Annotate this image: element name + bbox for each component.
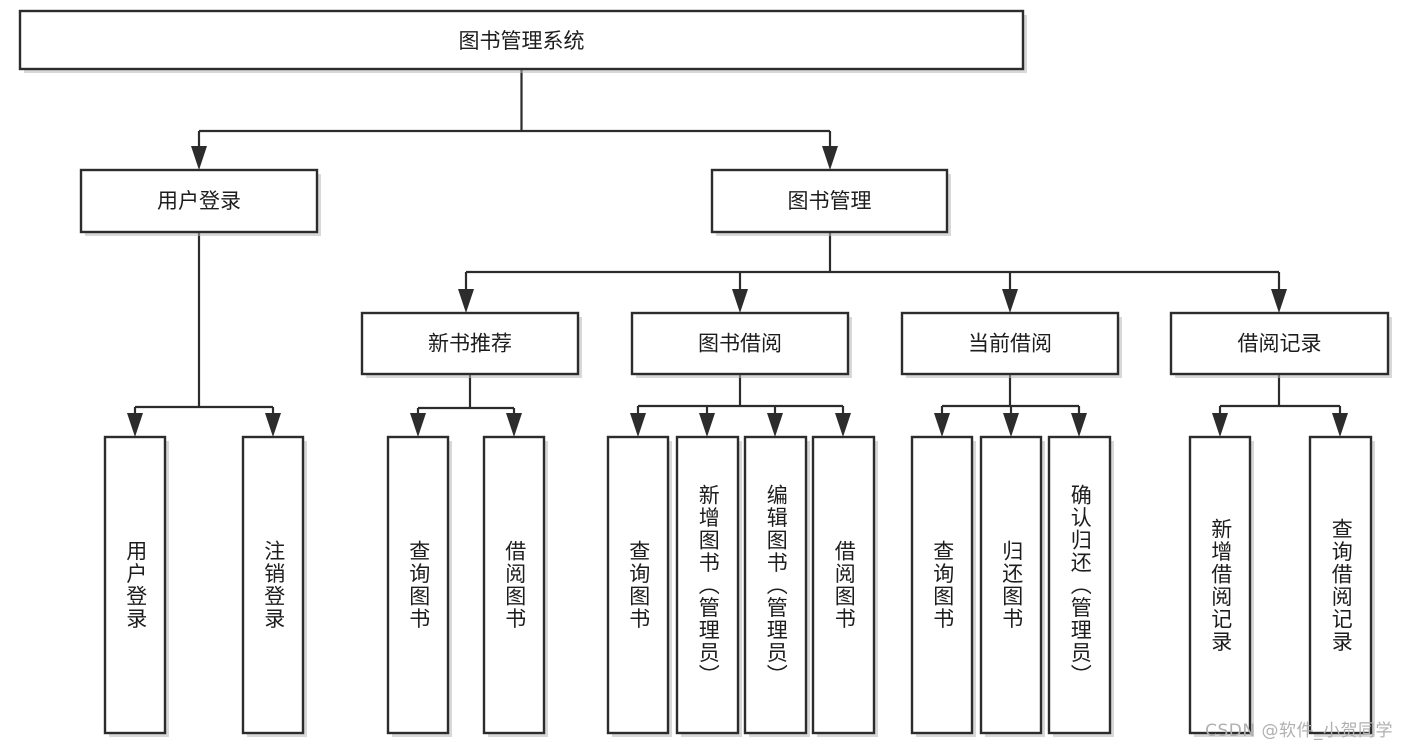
arrow-head-current (1002, 289, 1018, 313)
edge-group-root-to-level1 (191, 69, 838, 170)
arrow-head-leaf-3 (410, 413, 426, 437)
node-borrow-label: 图书借阅 (698, 332, 782, 356)
arrow-head-leaf-10 (1003, 413, 1019, 437)
node-borrow[interactable]: 图书借阅 (630, 311, 852, 378)
node-leaf-3[interactable] (386, 435, 452, 737)
arrow-head-borrow (732, 289, 748, 313)
node-leaf-2[interactable] (241, 435, 307, 737)
edge-group-current-to-leaves (934, 374, 1087, 437)
node-newbook-label: 新书推荐 (428, 332, 512, 356)
node-leaf-8[interactable] (811, 435, 878, 737)
arrow-head-leaf-5 (630, 413, 646, 437)
arrow-head-leaf-13 (1332, 413, 1348, 437)
arrow-head-leaf-11 (1071, 413, 1087, 437)
node-leaf-5[interactable] (606, 435, 672, 737)
node-root-label: 图书管理系统 (459, 29, 585, 53)
node-leaf-6[interactable] (675, 435, 742, 737)
node-current-label: 当前借阅 (968, 332, 1052, 356)
edge-group-newbook-to-leaves (410, 374, 522, 437)
node-root[interactable]: 图书管理系统 (18, 9, 1027, 73)
node-leaf-9[interactable] (910, 435, 976, 737)
edge-group-bookmgmt-to-level2 (458, 232, 1287, 313)
node-newbook[interactable]: 新书推荐 (360, 311, 582, 378)
node-leaf-10[interactable] (979, 435, 1045, 737)
node-bookmgmt[interactable]: 图书管理 (710, 168, 951, 236)
csdn-watermark: CSDN @软件_小贺同学 (1205, 721, 1393, 741)
node-records-label: 借阅记录 (1238, 332, 1322, 356)
edge-group-login-to-leaves (127, 232, 281, 437)
leaf-box-group (103, 435, 1375, 737)
edge-group-borrow-to-leaves (630, 374, 851, 437)
arrow-head-leaf-4 (506, 413, 522, 437)
edge-group-records-to-leaves (1212, 374, 1348, 437)
arrow-head-leaf-2 (265, 413, 281, 437)
arrow-head-records (1271, 289, 1287, 313)
arrow-head-leaf-1 (127, 413, 143, 437)
arrow-head-leaf-8 (835, 413, 851, 437)
node-leaf-13[interactable] (1308, 435, 1375, 737)
arrow-head-leaf-6 (699, 413, 715, 437)
node-records[interactable]: 借阅记录 (1169, 311, 1392, 378)
node-leaf-4[interactable] (482, 435, 548, 737)
node-login-label: 用户登录 (157, 189, 241, 213)
node-leaf-12[interactable] (1188, 435, 1254, 737)
arrow-head-leaf-7 (767, 413, 783, 437)
arrow-head-leaf-12 (1212, 413, 1228, 437)
arrow-head-login (191, 146, 207, 170)
node-bookmgmt-label: 图书管理 (788, 189, 872, 213)
node-leaf-11[interactable] (1047, 435, 1114, 737)
arrow-head-bookmgmt (822, 146, 838, 170)
node-leaf-7[interactable] (743, 435, 810, 737)
arrow-head-leaf-9 (934, 413, 950, 437)
node-leaf-1[interactable] (103, 435, 169, 737)
arrow-head-newbook (458, 289, 474, 313)
node-current[interactable]: 当前借阅 (900, 311, 1122, 378)
node-login[interactable]: 用户登录 (79, 168, 321, 236)
